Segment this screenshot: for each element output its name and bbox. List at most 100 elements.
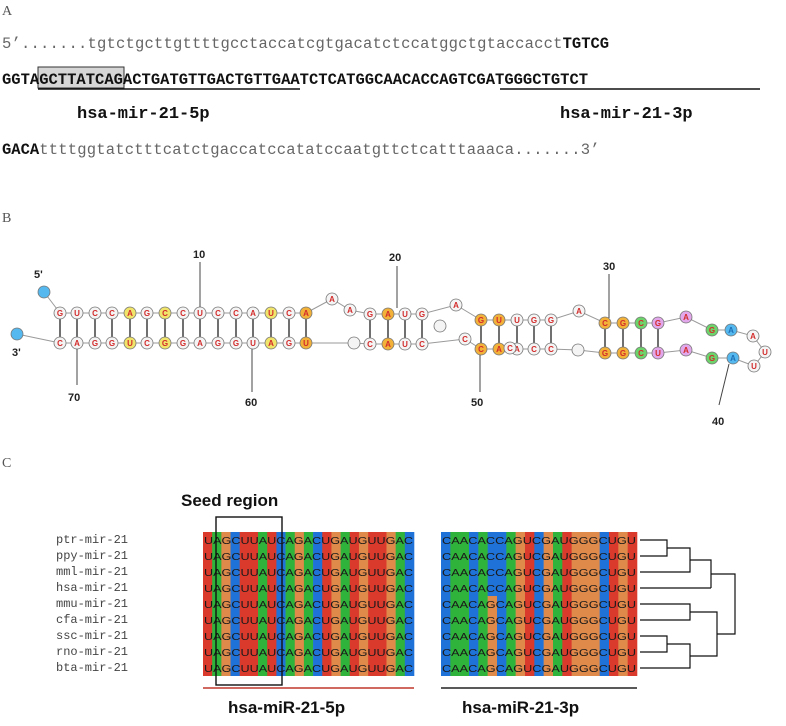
base-cell xyxy=(404,628,415,644)
nucleotide: A xyxy=(572,304,586,318)
base-cell xyxy=(230,644,240,660)
base-cell xyxy=(212,644,222,660)
svg-text:C: C xyxy=(507,344,513,353)
base-cell xyxy=(313,564,323,580)
base-cell xyxy=(581,532,591,548)
base-cell xyxy=(349,628,360,644)
svg-text:G: G xyxy=(180,339,186,348)
svg-text:C: C xyxy=(144,339,150,348)
nucleotide: G xyxy=(282,336,296,350)
nucleotide: G xyxy=(598,346,612,360)
base-cell xyxy=(239,548,250,564)
base-cell xyxy=(239,596,250,612)
base-cell xyxy=(230,628,240,644)
nucleotide: C xyxy=(598,316,612,330)
base-cell xyxy=(267,660,277,676)
alignment-sequence: UAGCUUAUCAGACUGAUGUUGAC xyxy=(204,631,413,643)
base-cell xyxy=(515,564,526,580)
base-cell xyxy=(404,644,415,660)
svg-text:A: A xyxy=(496,345,502,354)
base-cell xyxy=(562,564,572,580)
base-cell xyxy=(230,532,240,548)
species-label: hsa-mir-21 xyxy=(56,581,128,595)
base-cell xyxy=(386,564,396,580)
svg-text:A: A xyxy=(385,340,391,349)
base-cell xyxy=(478,532,488,548)
line3-flank: ttttggtatctttcatctgaccatccatatccaatgttct… xyxy=(39,141,514,159)
base-cell xyxy=(469,612,479,628)
base-cell xyxy=(203,532,213,548)
alignment-row: CAACAGCAGUCGAUGGGCUGU xyxy=(441,660,638,676)
base-cell xyxy=(478,564,488,580)
base-cell xyxy=(313,580,323,596)
base-cell xyxy=(276,628,286,644)
nucleotide xyxy=(10,327,24,341)
base-cell xyxy=(331,548,341,564)
base-cell xyxy=(543,628,554,644)
base-cell xyxy=(571,596,582,612)
svg-text:A: A xyxy=(385,310,391,319)
base-cell xyxy=(525,660,535,676)
base-cell xyxy=(386,596,396,612)
nucleotide: U xyxy=(123,336,137,350)
alignment-sequence: CAACAGCAGUCGAUGGGCUGU xyxy=(442,663,636,675)
mir3p-label: hsa-mir-21-3p xyxy=(560,105,693,124)
nucleotide: U xyxy=(299,336,313,350)
base-cell xyxy=(497,612,507,628)
base-cell xyxy=(258,644,268,660)
base-cell xyxy=(395,532,406,548)
tree-branch xyxy=(640,547,691,573)
base-cell xyxy=(340,564,351,580)
svg-text:C: C xyxy=(462,335,468,344)
base-cell xyxy=(377,532,387,548)
base-cell xyxy=(543,644,554,660)
base-cell xyxy=(276,532,286,548)
base-cell xyxy=(221,532,231,548)
base-cell xyxy=(313,644,323,660)
base-cell xyxy=(267,564,277,580)
base-cell xyxy=(248,580,259,596)
base-cell xyxy=(221,660,231,676)
base-cell xyxy=(368,548,378,564)
nucleotide: A xyxy=(726,351,740,365)
base-cell xyxy=(212,564,222,580)
base-cell xyxy=(239,580,250,596)
species-label: mmu-mir-21 xyxy=(56,597,128,611)
svg-text:G: G xyxy=(92,339,98,348)
svg-text:G: G xyxy=(286,339,292,348)
svg-text:A: A xyxy=(127,309,133,318)
base-cell xyxy=(303,612,314,628)
base-cell xyxy=(469,532,479,548)
base-cell xyxy=(590,580,600,596)
tree-branch xyxy=(640,635,668,653)
base-cell xyxy=(609,644,619,660)
base-cell xyxy=(230,564,240,580)
base-cell xyxy=(386,612,396,628)
base-cell xyxy=(497,644,507,660)
base-cell xyxy=(525,596,535,612)
base-cell xyxy=(562,628,572,644)
base-cell xyxy=(497,628,507,644)
position-50: 50 xyxy=(471,397,483,409)
alignment-sequence: CAACAGCAGUCGAUGGGCUGU xyxy=(442,631,636,643)
base-cell xyxy=(515,580,526,596)
base-cell xyxy=(267,628,277,644)
base-cell xyxy=(276,564,286,580)
line1-precursor-start: TGTCG xyxy=(563,35,610,53)
base-cell xyxy=(358,564,369,580)
base-cell xyxy=(212,628,222,644)
svg-text:C: C xyxy=(180,309,186,318)
base-cell xyxy=(258,660,268,676)
base-cell xyxy=(294,628,305,644)
line2-loop: CTGTTGAATCTCATGG xyxy=(225,71,374,89)
base-cell xyxy=(627,644,638,660)
base-cell xyxy=(459,596,470,612)
nucleotide: G xyxy=(527,313,541,327)
base-cell xyxy=(285,564,296,580)
base-cell xyxy=(276,644,286,660)
mir5p-label-c: hsa-miR-21-5p xyxy=(228,698,345,717)
svg-text:A: A xyxy=(268,339,274,348)
base-cell xyxy=(534,580,544,596)
base-cell xyxy=(497,532,507,548)
alignment-sequence: UAGCUUAUCAGACUGAUGUUGAC xyxy=(204,567,413,579)
